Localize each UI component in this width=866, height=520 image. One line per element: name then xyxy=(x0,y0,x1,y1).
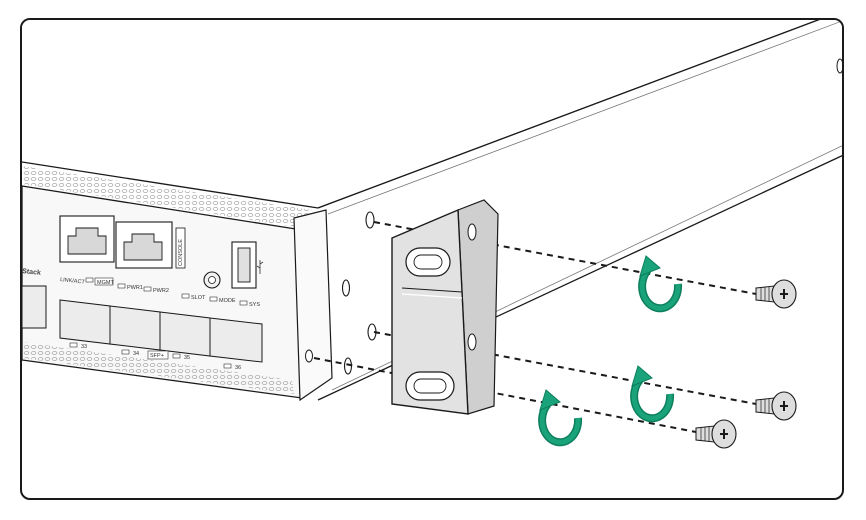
bracket-slot-top xyxy=(405,247,451,277)
guide-line-bottom xyxy=(313,357,697,433)
sfp-label-box xyxy=(147,350,169,360)
usb-icon xyxy=(256,260,264,274)
front-panel: Stack CONSOLE LINK/ACT MGM xyxy=(22,215,264,371)
port-label-sfp: SFP+ xyxy=(150,353,164,359)
led-label-pwr2: PWR2 xyxy=(153,288,169,294)
mgmt-label-box xyxy=(94,277,114,286)
sfp-port-35 xyxy=(159,311,211,357)
console-label-box xyxy=(175,227,186,269)
left-partial-port xyxy=(22,285,47,329)
alignment-guides xyxy=(313,221,757,433)
usb-port xyxy=(231,241,257,289)
sfp-port-33 xyxy=(59,299,111,345)
front-ear-hole xyxy=(305,349,313,363)
rotate-arrow-icon xyxy=(638,255,683,313)
chassis-top xyxy=(22,20,819,208)
front-ear xyxy=(293,209,333,402)
rear-mount-hole xyxy=(836,58,842,74)
brand-label: Stack xyxy=(22,268,41,277)
screw-icon xyxy=(695,419,737,449)
led-label-linkact: LINK/ACT xyxy=(60,277,86,286)
bracket-slot-bottom xyxy=(405,371,455,401)
led-label-mode: MODE xyxy=(219,298,236,304)
rj45-port-icon xyxy=(115,221,173,269)
port-label-33: 33 xyxy=(81,344,87,350)
led-label-pwr1: PWR1 xyxy=(127,285,143,291)
rj45-port-icon xyxy=(59,215,115,263)
side-inner-line-1 xyxy=(327,20,842,215)
side-top-edge xyxy=(317,20,820,209)
port-label-35: 35 xyxy=(184,355,190,361)
bottom-vent-area xyxy=(22,342,294,394)
port-label-34: 34 xyxy=(133,351,139,357)
mounting-bracket xyxy=(391,199,499,415)
console-label: CONSOLE xyxy=(178,239,184,266)
sfp-port-34 xyxy=(109,305,161,351)
top-vent-area xyxy=(22,166,312,228)
side-hole-1 xyxy=(365,211,375,229)
rotate-arrow-icon xyxy=(538,389,583,447)
rotate-arrow-icon xyxy=(630,365,675,423)
diagram-frame: Stack CONSOLE LINK/ACT MGM xyxy=(20,18,844,500)
led-label-sys: SYS xyxy=(249,302,260,308)
sfp-port-36 xyxy=(209,317,263,363)
guide-line-middle xyxy=(373,331,757,405)
led-label-mgmt: MGMT xyxy=(97,280,114,286)
side-hole-2 xyxy=(341,279,351,297)
led-label-slot: SLOT xyxy=(191,295,206,301)
bracket-flange-hole-1 xyxy=(467,223,477,241)
port-label-36: 36 xyxy=(235,365,241,371)
guide-line-top xyxy=(373,221,757,295)
screw-icon xyxy=(755,279,797,309)
bracket-installation-diagram: Stack CONSOLE LINK/ACT MGM xyxy=(22,20,842,449)
screw-icon xyxy=(755,391,797,421)
bracket-flange-hole-2 xyxy=(467,333,477,351)
